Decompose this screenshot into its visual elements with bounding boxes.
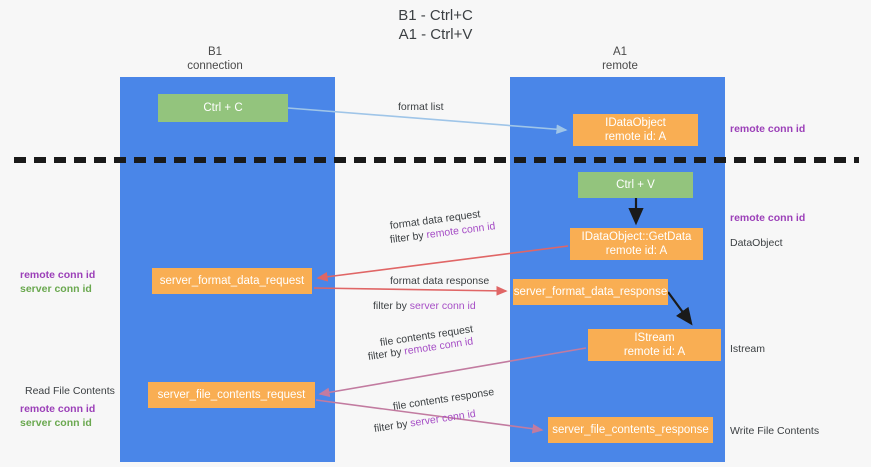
column-header-b1: B1 connection	[187, 46, 243, 72]
left-remote-conn-id: remote conn id	[20, 269, 96, 281]
side-label-remote-conn-id-mid: remote conn id	[730, 212, 806, 224]
filter-key-server-conn-id: server conn id	[409, 300, 476, 312]
node-istream[interactable]: IStream remote id: A	[588, 329, 721, 361]
edge-label-format-data-response: format data response	[390, 275, 490, 287]
node-server-file-contents-request[interactable]: server_file_contents_request	[148, 382, 315, 408]
filter-prefix-text: filter by	[367, 345, 406, 363]
node-server-format-data-request[interactable]: server_format_data_request	[152, 268, 312, 294]
edge-label-format-data-response-filter: filter by server conn id	[373, 299, 476, 313]
edge-label-format-list: format list	[398, 101, 444, 113]
node-ctrl-v[interactable]: Ctrl + V	[578, 172, 693, 198]
node-server-file-contents-response[interactable]: server_file_contents_response	[548, 417, 713, 443]
node-idataobject[interactable]: IDataObject remote id: A	[573, 114, 698, 146]
node-idataobject-getdata[interactable]: IDataObject::GetData remote id: A	[570, 228, 703, 260]
phase-separator-dashed-line	[14, 157, 859, 163]
side-label-dataobject: DataObject	[730, 237, 783, 249]
edge-label-file-contents-response-filter: filter by server conn id	[373, 407, 477, 436]
filter-prefix-text: filter by	[373, 300, 410, 312]
side-label-read-file-contents: Read File Contents	[25, 385, 115, 397]
side-label-left-ids-upper: remote conn id server conn id	[20, 268, 95, 296]
node-server-format-data-response[interactable]: server_format_data_response	[513, 279, 668, 305]
side-label-remote-conn-id-top: remote conn id	[730, 123, 806, 135]
left-remote-conn-id: remote conn id	[20, 403, 96, 415]
side-label-istream: Istream	[730, 343, 766, 355]
edge-label-file-contents-response: file contents response	[392, 385, 495, 413]
filter-key-server-conn-id: server conn id	[409, 407, 477, 430]
left-server-conn-id: server conn id	[20, 417, 92, 429]
left-server-conn-id: server conn id	[20, 283, 92, 295]
node-ctrl-c[interactable]: Ctrl + C	[158, 94, 288, 122]
side-label-write-file-contents: Write File Contents	[730, 425, 820, 437]
column-header-a1: A1 remote	[602, 46, 638, 72]
filter-prefix-text: filter by	[373, 417, 412, 435]
side-label-left-ids-lower: remote conn id server conn id	[20, 402, 95, 430]
filter-prefix-text: filter by	[389, 229, 428, 246]
page-title: B1 - Ctrl+C A1 - Ctrl+V	[398, 7, 473, 43]
